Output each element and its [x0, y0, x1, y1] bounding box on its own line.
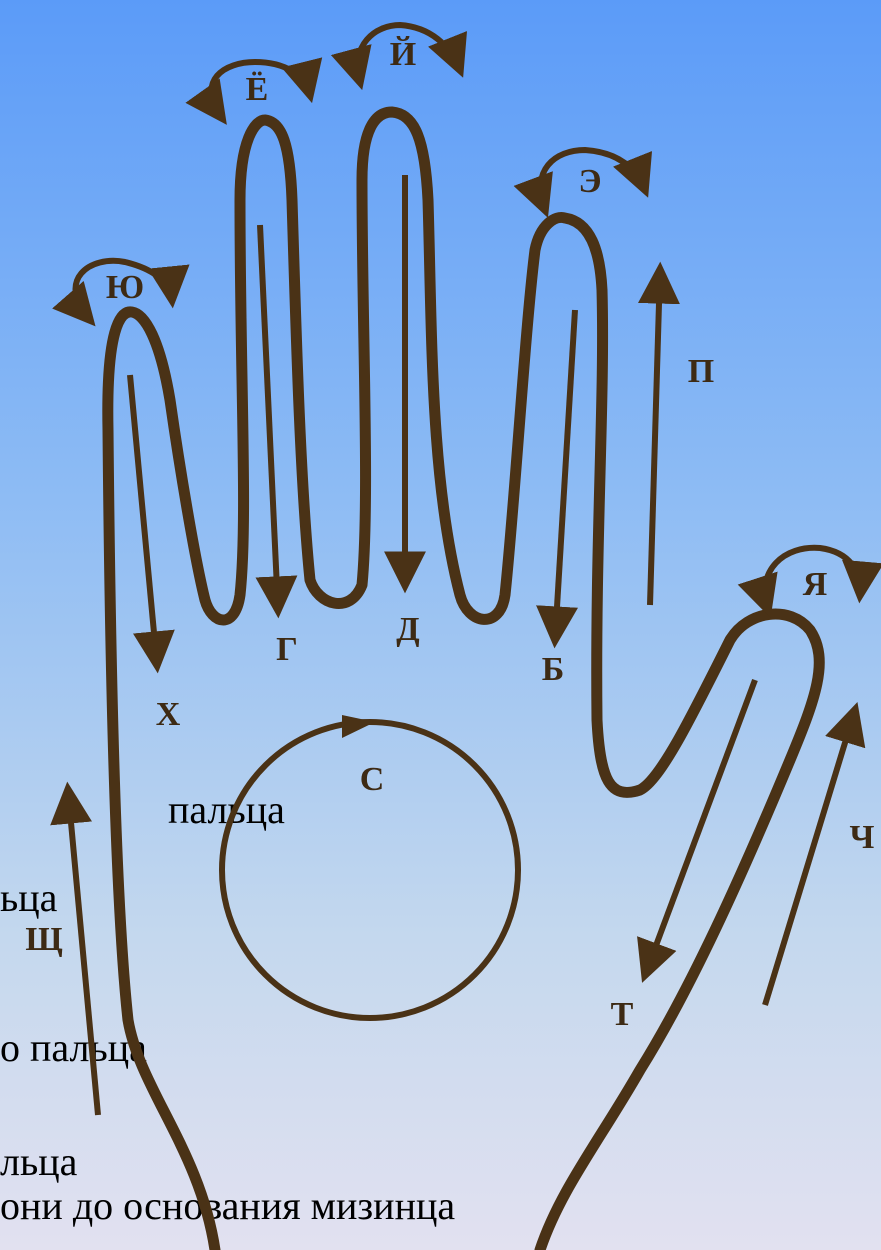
arrow-g: [260, 225, 278, 610]
label-t: Т: [611, 996, 634, 1033]
label-ya: Я: [803, 566, 828, 603]
label-shch: Щ: [25, 921, 62, 958]
circle-s-arrowhead: [342, 715, 375, 738]
hand-outline: [108, 112, 819, 1250]
arrow-t: [645, 680, 755, 975]
label-p: П: [688, 353, 714, 390]
label-g: Г: [276, 631, 298, 668]
label-e: Э: [578, 163, 601, 200]
label-ch: Ч: [850, 819, 875, 856]
label-kh: Х: [156, 696, 181, 733]
label-yo: Ё: [246, 71, 269, 108]
label-yu: Ю: [106, 269, 144, 306]
label-b: Б: [542, 651, 564, 688]
label-iy: Й: [390, 36, 416, 73]
arrow-p: [650, 270, 660, 605]
arrow-kh: [130, 375, 157, 665]
arrow-ch: [765, 710, 855, 1005]
arrow-b: [555, 310, 575, 640]
arrow-shch: [68, 790, 98, 1115]
label-s: С: [360, 761, 385, 798]
label-d: Д: [396, 611, 419, 648]
